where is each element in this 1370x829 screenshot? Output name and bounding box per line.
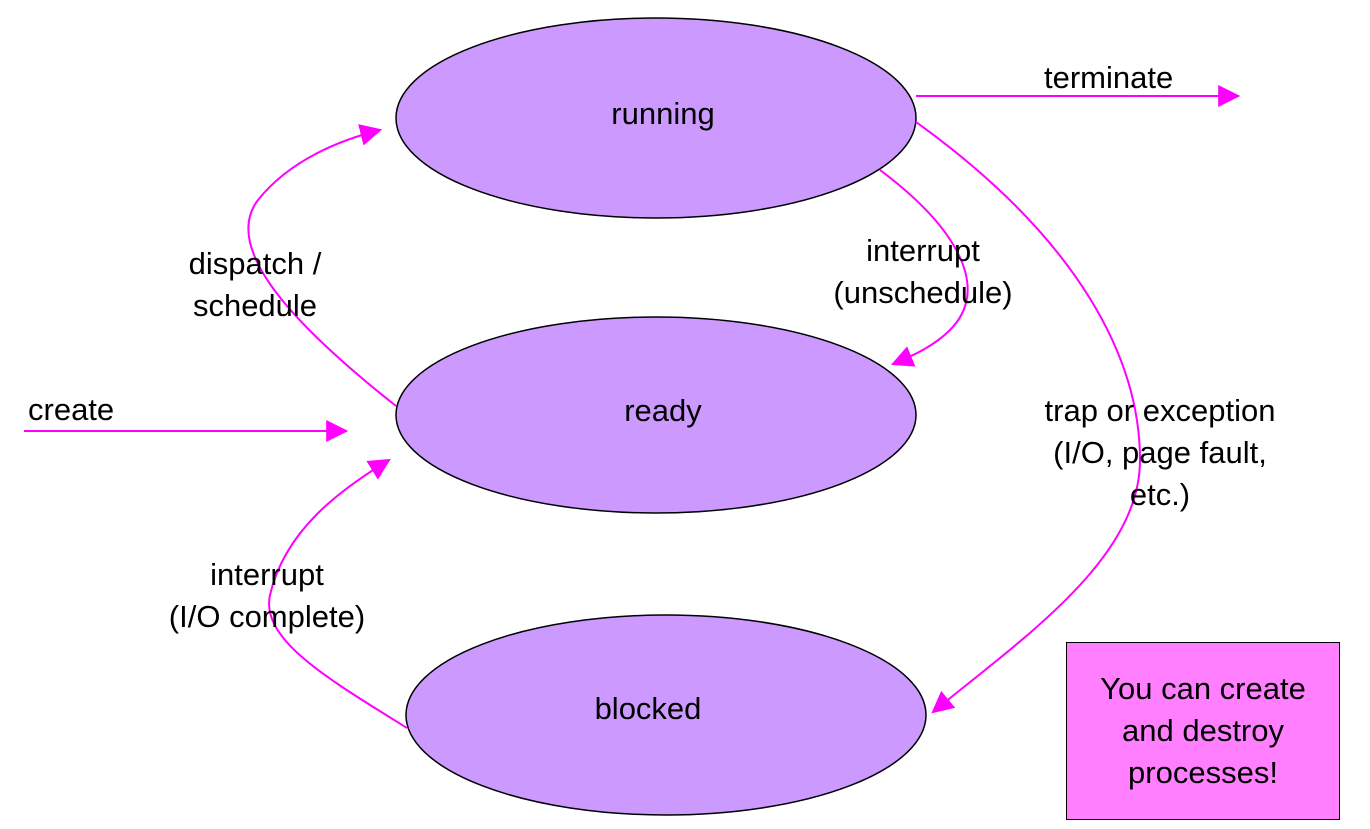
label-terminate: terminate — [1044, 60, 1174, 95]
label-create: create — [28, 392, 115, 427]
arrow-dispatch — [247, 124, 397, 407]
label-trap: trap or exception (I/O, page fault, etc.… — [1044, 393, 1276, 512]
arrow-unschedule — [879, 169, 969, 367]
state-blocked — [405, 614, 927, 816]
label-dispatch: dispatch / schedule — [188, 246, 322, 323]
state-label-blocked: blocked — [594, 691, 702, 726]
state-running — [395, 17, 917, 219]
note-text: You can create and destroy processes! — [1100, 671, 1306, 790]
arrow-io-complete — [268, 458, 408, 729]
arrow-trap — [915, 121, 1142, 714]
state-label-running: running — [611, 96, 715, 131]
label-io-complete: interrupt (I/O complete) — [168, 557, 366, 634]
note-box: You can create and destroy processes! — [1066, 642, 1340, 820]
state-label-ready: ready — [624, 393, 702, 428]
label-unschedule: interrupt (unschedule) — [833, 233, 1013, 310]
state-ready — [395, 316, 917, 514]
